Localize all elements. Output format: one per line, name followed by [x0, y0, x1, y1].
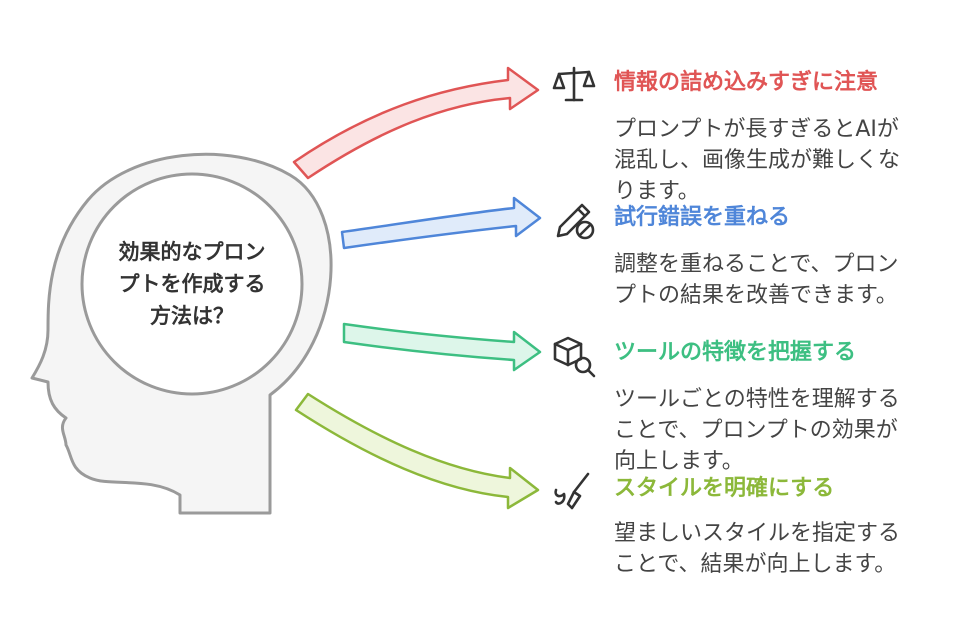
- item-desc-4: 望ましいスタイルを指定する ことで、結果が向上します。: [614, 518, 954, 580]
- center-title-line: 方法は？: [150, 304, 234, 328]
- item-desc-line: 望ましいスタイルを指定する: [614, 521, 901, 546]
- item-desc-line: 混乱し、画像生成が難しくな: [614, 148, 901, 173]
- item-desc-1: プロンプトが長すぎるとAIが 混乱し、画像生成が難しくな ります。: [614, 114, 954, 207]
- item-title-3: ツールの特徴を把握する: [614, 340, 857, 365]
- item-desc-line: ことで、プロンプトの効果が: [614, 418, 898, 443]
- item-title-4: スタイルを明確にする: [614, 476, 835, 501]
- balance-scale-icon: [550, 60, 598, 108]
- item-desc-line: プロンプトが長すぎるとAIが: [614, 117, 899, 142]
- center-title-line: プトを作成する: [118, 272, 266, 296]
- arrow-2: [340, 196, 542, 250]
- center-title: 効果的なプロン プトを作成する 方法は？: [92, 236, 292, 332]
- pencil-cancel-icon: [550, 196, 598, 244]
- paintbrush-icon: [550, 468, 598, 516]
- item-title-1: 情報の詰め込みすぎに注意: [614, 70, 879, 95]
- item-desc-2: 調整を重ねることで、プロン プトの結果を改善できます。: [614, 249, 954, 311]
- item-desc-line: 調整を重ねることで、プロン: [614, 252, 899, 277]
- arrow-4: [294, 392, 540, 510]
- item-title-2: 試行錯誤を重ねる: [614, 205, 791, 230]
- center-title-line: 効果的なプロン: [118, 240, 266, 264]
- arrow-1: [292, 66, 540, 180]
- item-desc-line: ことで、結果が向上します。: [614, 552, 897, 577]
- item-desc-line: ります。: [614, 179, 700, 204]
- arrow-3: [342, 322, 542, 372]
- item-desc-3: ツールごとの特性を理解する ことで、プロンプトの効果が 向上します。: [614, 384, 954, 477]
- center-circle: [80, 172, 304, 396]
- box-search-icon: [550, 332, 598, 380]
- item-desc-line: ツールごとの特性を理解する: [614, 387, 900, 412]
- item-desc-line: 向上します。: [614, 449, 744, 474]
- item-desc-line: プトの結果を改善できます。: [614, 283, 898, 308]
